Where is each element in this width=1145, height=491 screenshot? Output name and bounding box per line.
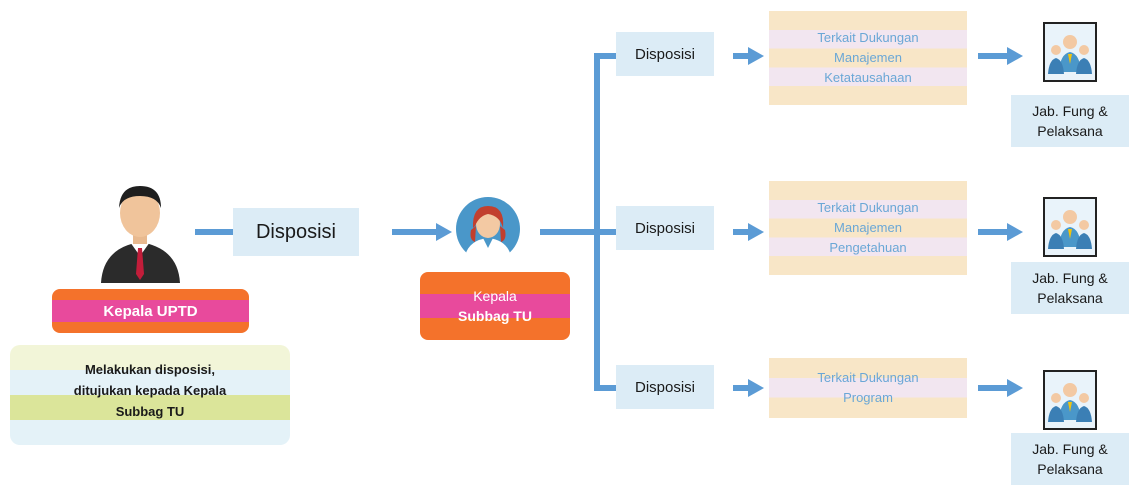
- branch-3-target-line-2: Pelaksana: [1037, 461, 1103, 477]
- branch-1-connector-right: [978, 53, 1008, 59]
- branch-2-arrow: [748, 223, 764, 241]
- description-box: Melakukan disposisi, ditujukan kepada Ke…: [10, 345, 290, 445]
- branch-3-connector: [733, 385, 749, 391]
- branch-1-target-line-1: Jab. Fung &: [1032, 103, 1108, 119]
- branch-3-connector-right: [978, 385, 1008, 391]
- branch-1-connector: [733, 53, 749, 59]
- branch-1-arrow: [748, 47, 764, 65]
- connector-left: [195, 229, 233, 235]
- description-line-1: Melakukan disposisi,: [84, 362, 216, 377]
- branch-3-topic: Terkait Dukungan Program: [769, 358, 967, 418]
- branch-1-topic: Terkait Dukungan Manajemen Ketatausahaan: [769, 11, 967, 105]
- branch-1-disposisi: Disposisi: [616, 32, 714, 76]
- branch-3-disposisi: Disposisi: [616, 365, 714, 409]
- branch-3-target-line-1: Jab. Fung &: [1032, 441, 1108, 457]
- businessman-icon: [93, 178, 188, 283]
- branch-1-topic-line-1: Terkait Dukungan: [817, 30, 919, 45]
- kepala-uptd-label: Kepala UPTD: [52, 289, 249, 333]
- branch-2-topic: Terkait Dukungan Manajemen Pengetahuan: [769, 181, 967, 275]
- subbag-line-2: Subbag TU: [458, 308, 532, 324]
- connector-to-branch: [540, 229, 598, 235]
- branch-2-target-line-2: Pelaksana: [1037, 290, 1103, 306]
- branch-2-topic-line-3: Pengetahuan: [829, 240, 907, 255]
- branch-2-topic-line-2: Manajemen: [834, 220, 902, 235]
- branch-3-stub: [594, 385, 616, 391]
- team-people-icon: [1043, 22, 1097, 82]
- main-disposisi-label: Disposisi: [233, 208, 359, 256]
- branch-2-target-line-1: Jab. Fung &: [1032, 270, 1108, 286]
- subbag-line-1: Kepala: [473, 288, 517, 304]
- branch-2-topic-line-1: Terkait Dukungan: [817, 200, 919, 215]
- branch-3-topic-line-2: Program: [843, 390, 893, 405]
- arrow-to-subbag: [436, 223, 452, 241]
- branch-1-target: Jab. Fung & Pelaksana: [1011, 95, 1129, 147]
- branch-3-arrow-right: [1007, 379, 1023, 397]
- branch-2-target: Jab. Fung & Pelaksana: [1011, 262, 1129, 314]
- branch-1-topic-line-3: Ketatausahaan: [824, 70, 912, 85]
- connector-to-subbag: [392, 229, 438, 235]
- branch-3-topic-line-1: Terkait Dukungan: [817, 370, 919, 385]
- branch-1-stub: [594, 53, 616, 59]
- woman-avatar-icon: [455, 196, 521, 262]
- branch-2-arrow-right: [1007, 223, 1023, 241]
- branch-vertical-line: [594, 53, 600, 391]
- branch-2-connector: [733, 229, 749, 235]
- branch-1-target-line-2: Pelaksana: [1037, 123, 1103, 139]
- branch-2-connector-right: [978, 229, 1008, 235]
- team-people-icon: [1043, 197, 1097, 257]
- description-line-3: Subbag TU: [115, 404, 185, 419]
- branch-1-topic-line-2: Manajemen: [834, 50, 902, 65]
- branch-1-arrow-right: [1007, 47, 1023, 65]
- branch-3-arrow: [748, 379, 764, 397]
- branch-2-disposisi: Disposisi: [616, 206, 714, 250]
- kepala-subbag-label: Kepala Subbag TU: [420, 272, 570, 340]
- branch-3-target: Jab. Fung & Pelaksana: [1011, 433, 1129, 485]
- team-people-icon: [1043, 370, 1097, 430]
- kepala-uptd-text: Kepala UPTD: [103, 302, 198, 320]
- description-line-2: ditujukan kepada Kepala: [73, 383, 227, 398]
- branch-2-stub: [594, 229, 616, 235]
